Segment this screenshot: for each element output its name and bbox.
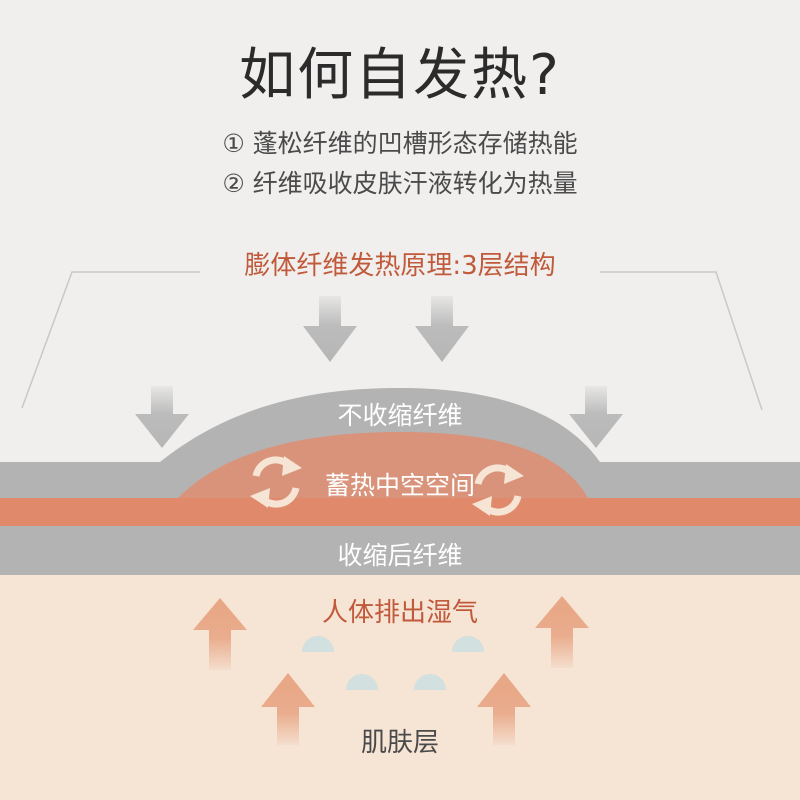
point-two: ② 纤维吸收皮肤汗液转化为热量 — [0, 164, 800, 200]
point-one: ① 蓬松纤维的凹槽形态存储热能 — [0, 124, 800, 160]
middle-layer-label: 蓄热中空空间 — [0, 466, 800, 502]
heat-band — [0, 498, 800, 526]
down-arrow-icon — [303, 296, 357, 362]
skin-label: 肌肤层 — [0, 722, 800, 759]
principle-title: 膨体纤维发热原理:3层结构 — [0, 245, 800, 282]
top-layer-label: 不收缩纤维 — [0, 396, 800, 432]
moisture-label: 人体排出湿气 — [0, 592, 800, 629]
page-title: 如何自发热? — [0, 30, 800, 111]
left-guide-line — [22, 272, 200, 408]
down-arrow-icon — [415, 296, 469, 362]
right-guide-line — [600, 272, 762, 410]
bottom-layer-label: 收缩后纤维 — [0, 536, 800, 572]
